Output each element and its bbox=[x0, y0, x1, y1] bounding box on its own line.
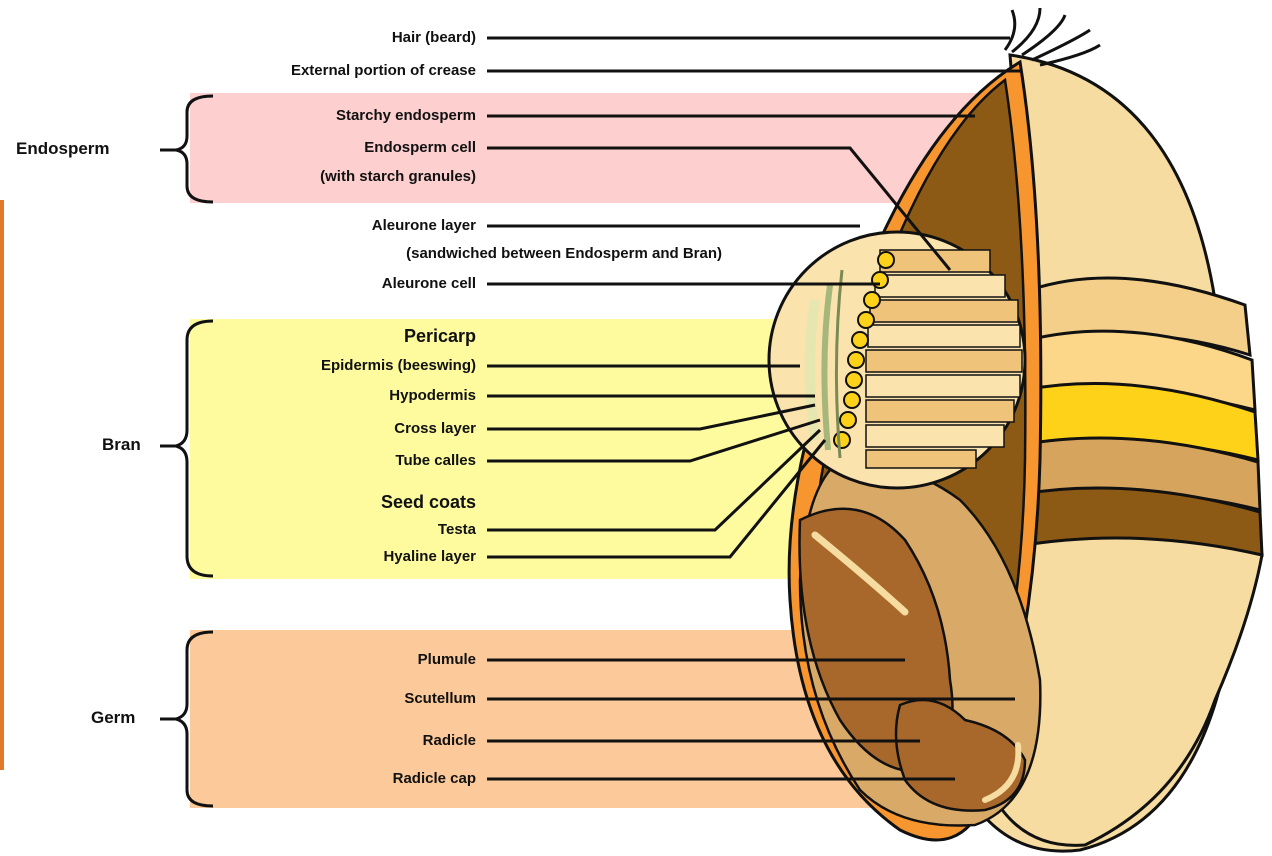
group-label-germ: Germ bbox=[91, 708, 135, 728]
label-epidermis: Epidermis (beeswing) bbox=[321, 357, 476, 375]
group-label-bran: Bran bbox=[102, 435, 141, 455]
label-radicle-cap: Radicle cap bbox=[393, 770, 476, 788]
label-seed-coats: Seed coats bbox=[381, 493, 476, 511]
label-tube-calles: Tube calles bbox=[395, 452, 476, 470]
label-crease: External portion of crease bbox=[291, 62, 476, 80]
label-radicle: Radicle bbox=[423, 732, 476, 750]
label-pericarp: Pericarp bbox=[404, 327, 476, 345]
label-scutellum: Scutellum bbox=[404, 690, 476, 708]
label-hair: Hair (beard) bbox=[392, 29, 476, 47]
label-aleurone-layer-note: (sandwiched between Endosperm and Bran) bbox=[406, 245, 722, 263]
label-cross-layer: Cross layer bbox=[394, 420, 476, 438]
label-hypodermis: Hypodermis bbox=[389, 387, 476, 405]
label-testa: Testa bbox=[438, 521, 476, 539]
label-endosperm-cell-note: (with starch granules) bbox=[320, 168, 476, 186]
group-brackets bbox=[160, 96, 213, 806]
label-plumule: Plumule bbox=[418, 651, 476, 669]
group-label-endosperm: Endosperm bbox=[16, 139, 110, 159]
label-endosperm-cell: Endosperm cell bbox=[364, 139, 476, 157]
label-aleurone-cell: Aleurone cell bbox=[382, 275, 476, 293]
label-starchy-endosperm: Starchy endosperm bbox=[336, 107, 476, 125]
label-aleurone-layer: Aleurone layer bbox=[372, 217, 476, 235]
label-hyaline-layer: Hyaline layer bbox=[383, 548, 476, 566]
